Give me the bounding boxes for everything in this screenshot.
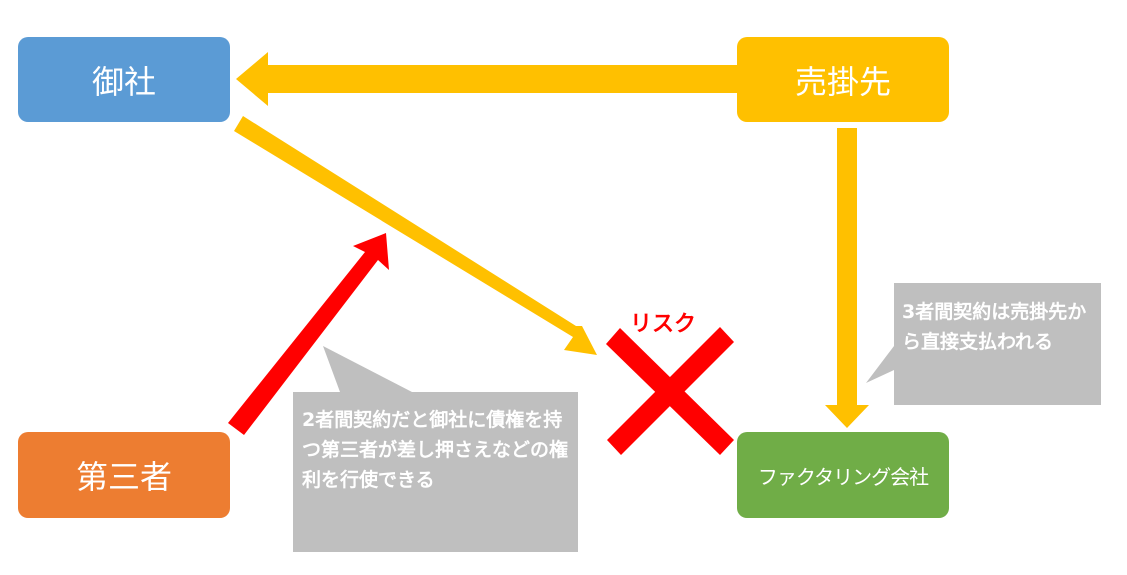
node-factoring: ファクタリング会社 [737, 432, 949, 518]
arrow-urikake-to-gosha [236, 52, 737, 106]
node-gosha: 御社 [18, 37, 230, 122]
callout-3party-bubble [866, 283, 1101, 405]
node-daisansha: 第三者 [18, 432, 230, 518]
callout-3party-text: 3者間契約は売掛先から直接支払われる [902, 301, 1087, 353]
node-urikake-label: 売掛先 [794, 62, 891, 101]
arrow-gosha-to-factoring [234, 116, 597, 355]
node-urikake: 売掛先 [737, 37, 949, 122]
cross-icon [606, 327, 734, 455]
callout-2party-bubble [293, 346, 578, 552]
node-gosha-label: 御社 [91, 62, 156, 101]
node-factoring-label: ファクタリング会社 [757, 464, 929, 489]
risk-label: リスク [630, 312, 697, 337]
node-daisansha-label: 第三者 [75, 458, 172, 496]
callout-2party-text: 2者間契約だと御社に債権を持つ第三者が差し押さえなどの権利を行使できる [302, 409, 569, 491]
arrow-daisansha-to-gosha [228, 233, 389, 435]
arrow-urikake-to-factoring [825, 128, 869, 428]
